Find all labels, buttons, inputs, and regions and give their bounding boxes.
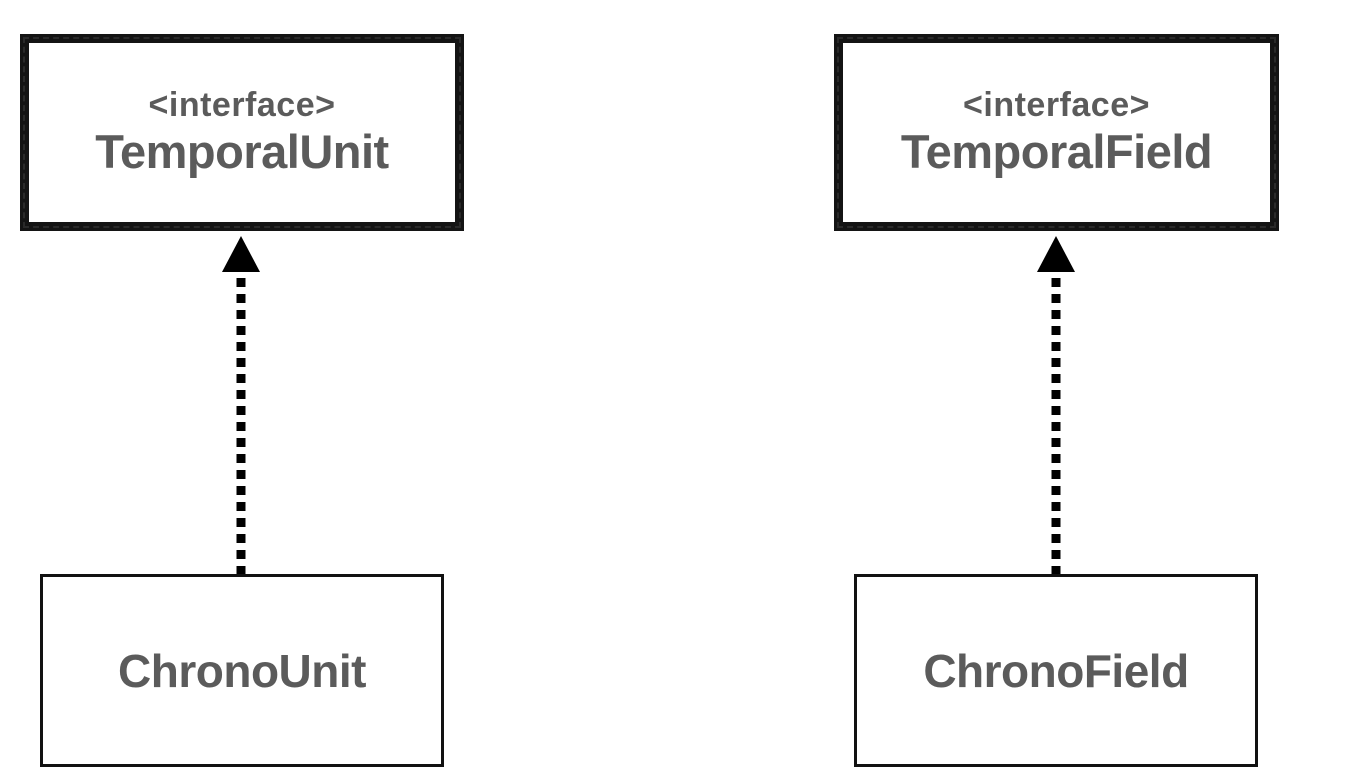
interface-stereotype: <interface>: [963, 85, 1150, 124]
temporal-field-interface-box: <interface> TemporalField: [834, 34, 1279, 231]
temporal-unit-interface-box: <interface> TemporalUnit: [20, 34, 464, 231]
right-arrowhead-icon: [1037, 236, 1075, 272]
class-name: ChronoField: [923, 644, 1189, 697]
class-name: ChronoUnit: [118, 644, 366, 697]
left-realization-arrow: [222, 236, 260, 575]
interface-stereotype: <interface>: [148, 85, 336, 124]
interface-name: TemporalUnit: [95, 125, 389, 179]
interface-name: TemporalField: [900, 125, 1213, 179]
chrono-unit-class-box: ChronoUnit: [40, 574, 444, 767]
right-realization-arrow: [1037, 236, 1075, 575]
left-arrowhead-icon: [222, 236, 260, 272]
chrono-field-class-box: ChronoField: [854, 574, 1258, 767]
